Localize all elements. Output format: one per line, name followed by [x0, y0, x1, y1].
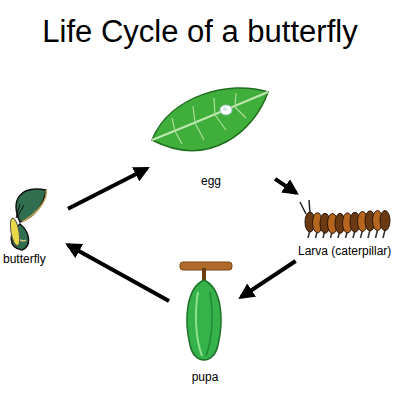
stage-node: Larva (caterpillar): [298, 196, 396, 258]
cycle-arrow: [275, 179, 296, 193]
diagram-title: Life Cycle of a butterfly: [0, 14, 400, 50]
stage-node: pupa: [172, 258, 238, 384]
cycle-arrow: [68, 245, 169, 301]
pupa-picture: [180, 262, 232, 360]
stage-label: butterfly: [3, 252, 65, 266]
stage-label: egg: [150, 174, 272, 188]
cycle-arrow: [68, 169, 147, 209]
cycle-arrow: [241, 261, 296, 297]
leaf-picture: [152, 88, 268, 150]
stage-label: pupa: [172, 370, 238, 384]
stage-node: egg: [150, 84, 272, 188]
stage-node: butterfly: [3, 186, 65, 266]
caterpillar-picture: [300, 200, 390, 238]
butterfly-picture: [9, 189, 47, 250]
stage-label: Larva (caterpillar): [298, 244, 396, 258]
